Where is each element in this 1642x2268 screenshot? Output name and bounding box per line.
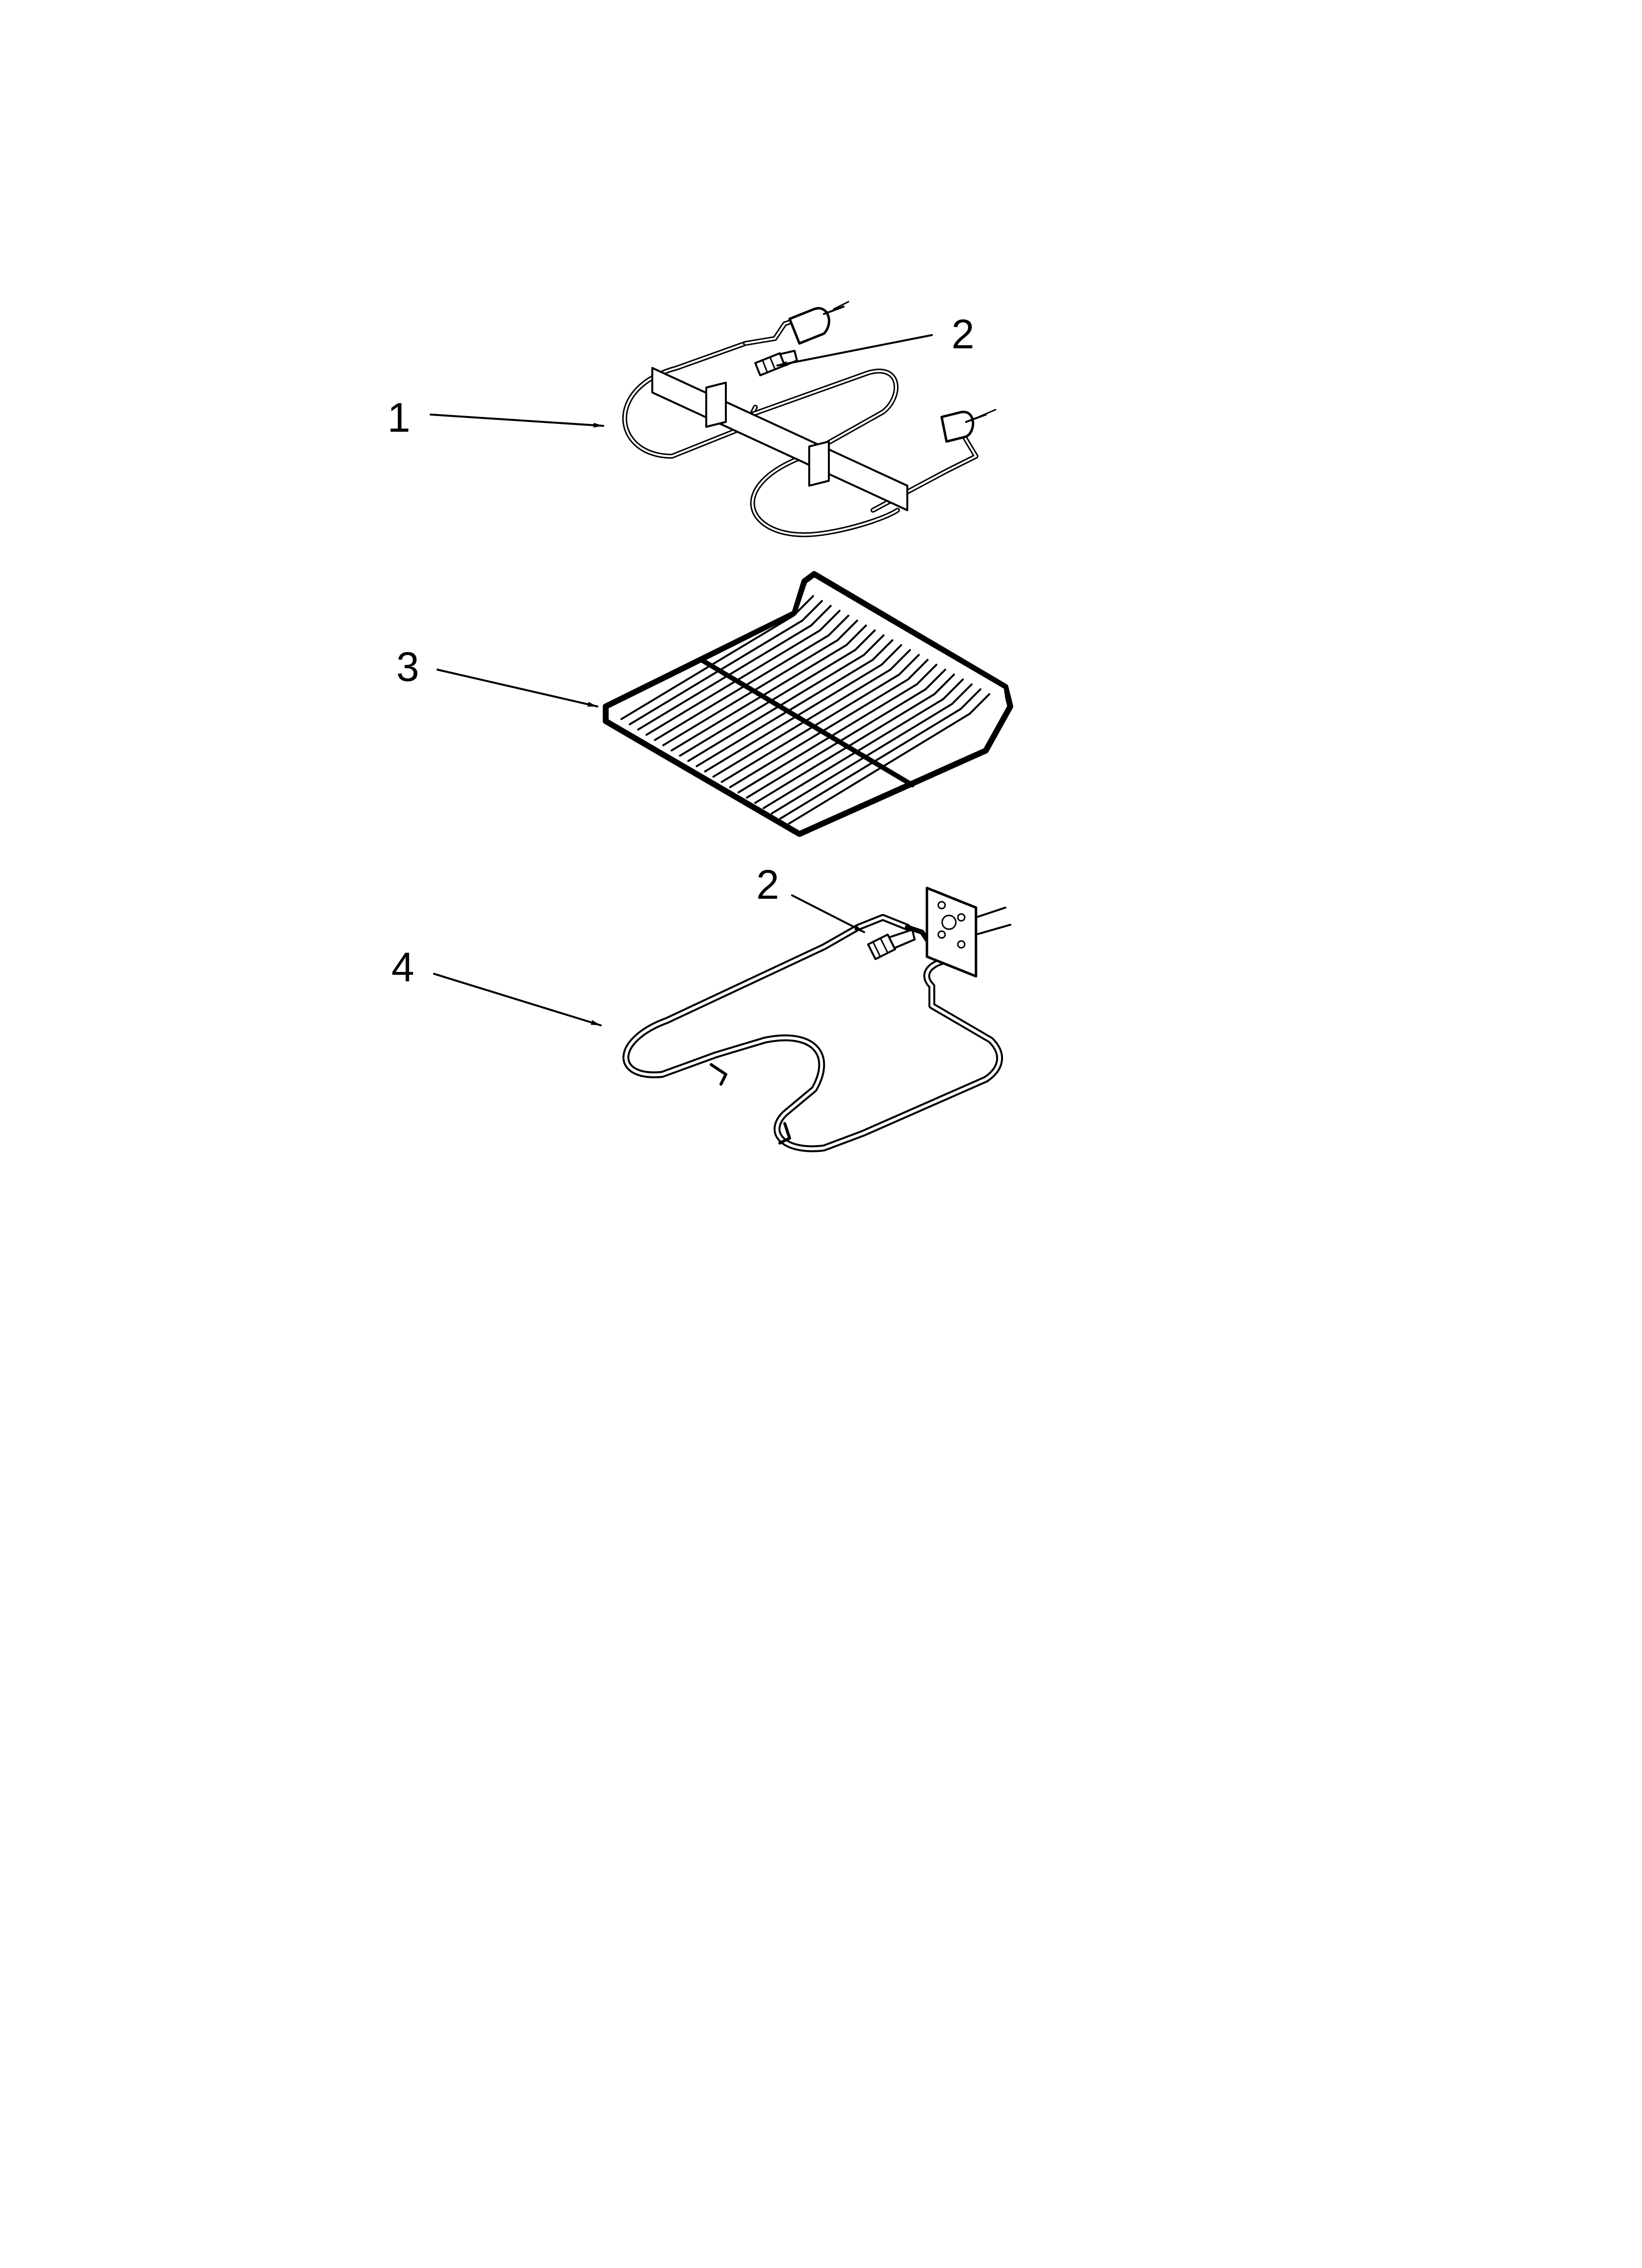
rack-wire (729, 659, 929, 788)
screw-icon (754, 350, 798, 376)
rack-wire (779, 688, 982, 820)
rack-wire (662, 620, 858, 747)
leader-arrow-4 (433, 973, 602, 1026)
rack-wire (762, 678, 964, 809)
bake-element-icon (622, 886, 1011, 1152)
rack-wire (654, 615, 849, 741)
rack-wire (629, 600, 823, 726)
callout-3: 3 (396, 644, 419, 690)
screw-icon (867, 929, 916, 960)
rack-wire (695, 639, 894, 767)
leader-lines (430, 334, 933, 1026)
rack-wire (770, 683, 973, 814)
leader-arrow-2b (791, 894, 865, 933)
rack-wire (737, 664, 938, 794)
rack-wire (637, 605, 832, 731)
rack-wire (704, 644, 902, 773)
rack-wire (745, 669, 947, 799)
rack-wire (620, 595, 814, 720)
callout-2-lower: 2 (756, 861, 779, 908)
rack-wire (754, 674, 955, 804)
rack-wire (720, 654, 920, 783)
rack-wire (670, 625, 867, 752)
broil-element-icon (622, 301, 997, 537)
leader-arrow-2a (776, 334, 933, 366)
callout-1: 1 (387, 394, 410, 441)
oven-rack-icon (603, 571, 1013, 837)
rack-wire (787, 693, 991, 825)
callout-2-upper: 2 (951, 311, 975, 357)
rack-wires (620, 595, 991, 825)
rack-wire (687, 634, 885, 762)
rack-wire (645, 610, 841, 736)
callout-4: 4 (391, 944, 414, 990)
leader-arrow-3 (436, 669, 598, 707)
rack-wire (679, 629, 876, 757)
rack-wire (712, 649, 911, 778)
leader-arrow-1 (430, 414, 604, 428)
callout-labels: 1 2 3 2 4 (387, 311, 975, 990)
